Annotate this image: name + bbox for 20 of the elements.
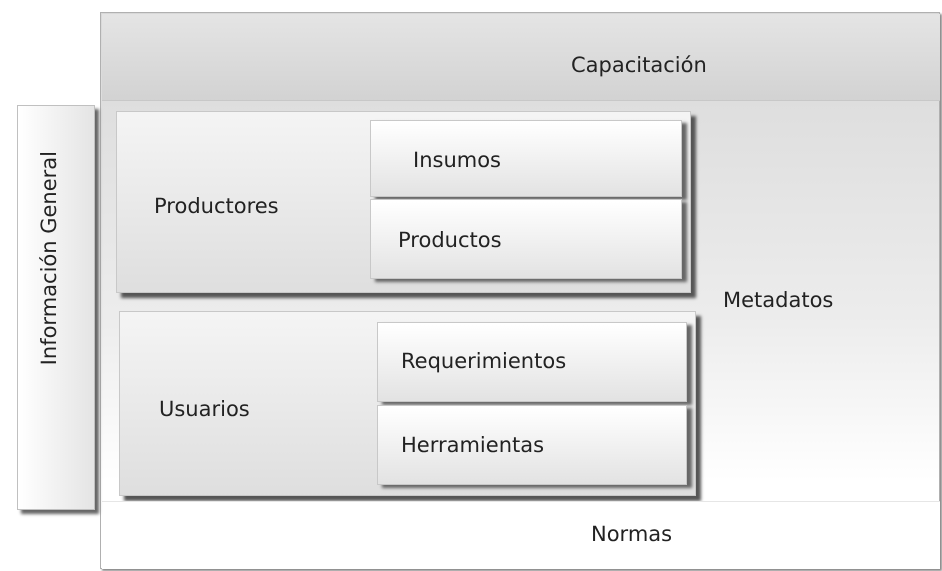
section-label: Productores bbox=[154, 194, 279, 218]
header-band bbox=[102, 14, 940, 101]
item-box bbox=[370, 120, 682, 197]
framework-panel bbox=[100, 12, 940, 569]
section-label: Usuarios bbox=[159, 397, 250, 421]
section-label: Requerimientos bbox=[401, 349, 566, 373]
section-label: Insumos bbox=[413, 148, 501, 172]
section-label: Información General bbox=[37, 151, 61, 366]
section-label: Capacitación bbox=[571, 53, 707, 77]
item-box bbox=[370, 199, 682, 279]
item-box bbox=[377, 322, 687, 402]
section-label: Herramientas bbox=[401, 433, 544, 457]
footer-band bbox=[102, 501, 940, 569]
item-box bbox=[377, 405, 687, 485]
section-label: Productos bbox=[398, 228, 502, 252]
group-panel bbox=[119, 311, 696, 496]
section-label: Normas bbox=[591, 522, 672, 546]
group-panel bbox=[116, 111, 691, 293]
side-panel bbox=[17, 105, 95, 510]
section-label: Metadatos bbox=[723, 288, 834, 312]
